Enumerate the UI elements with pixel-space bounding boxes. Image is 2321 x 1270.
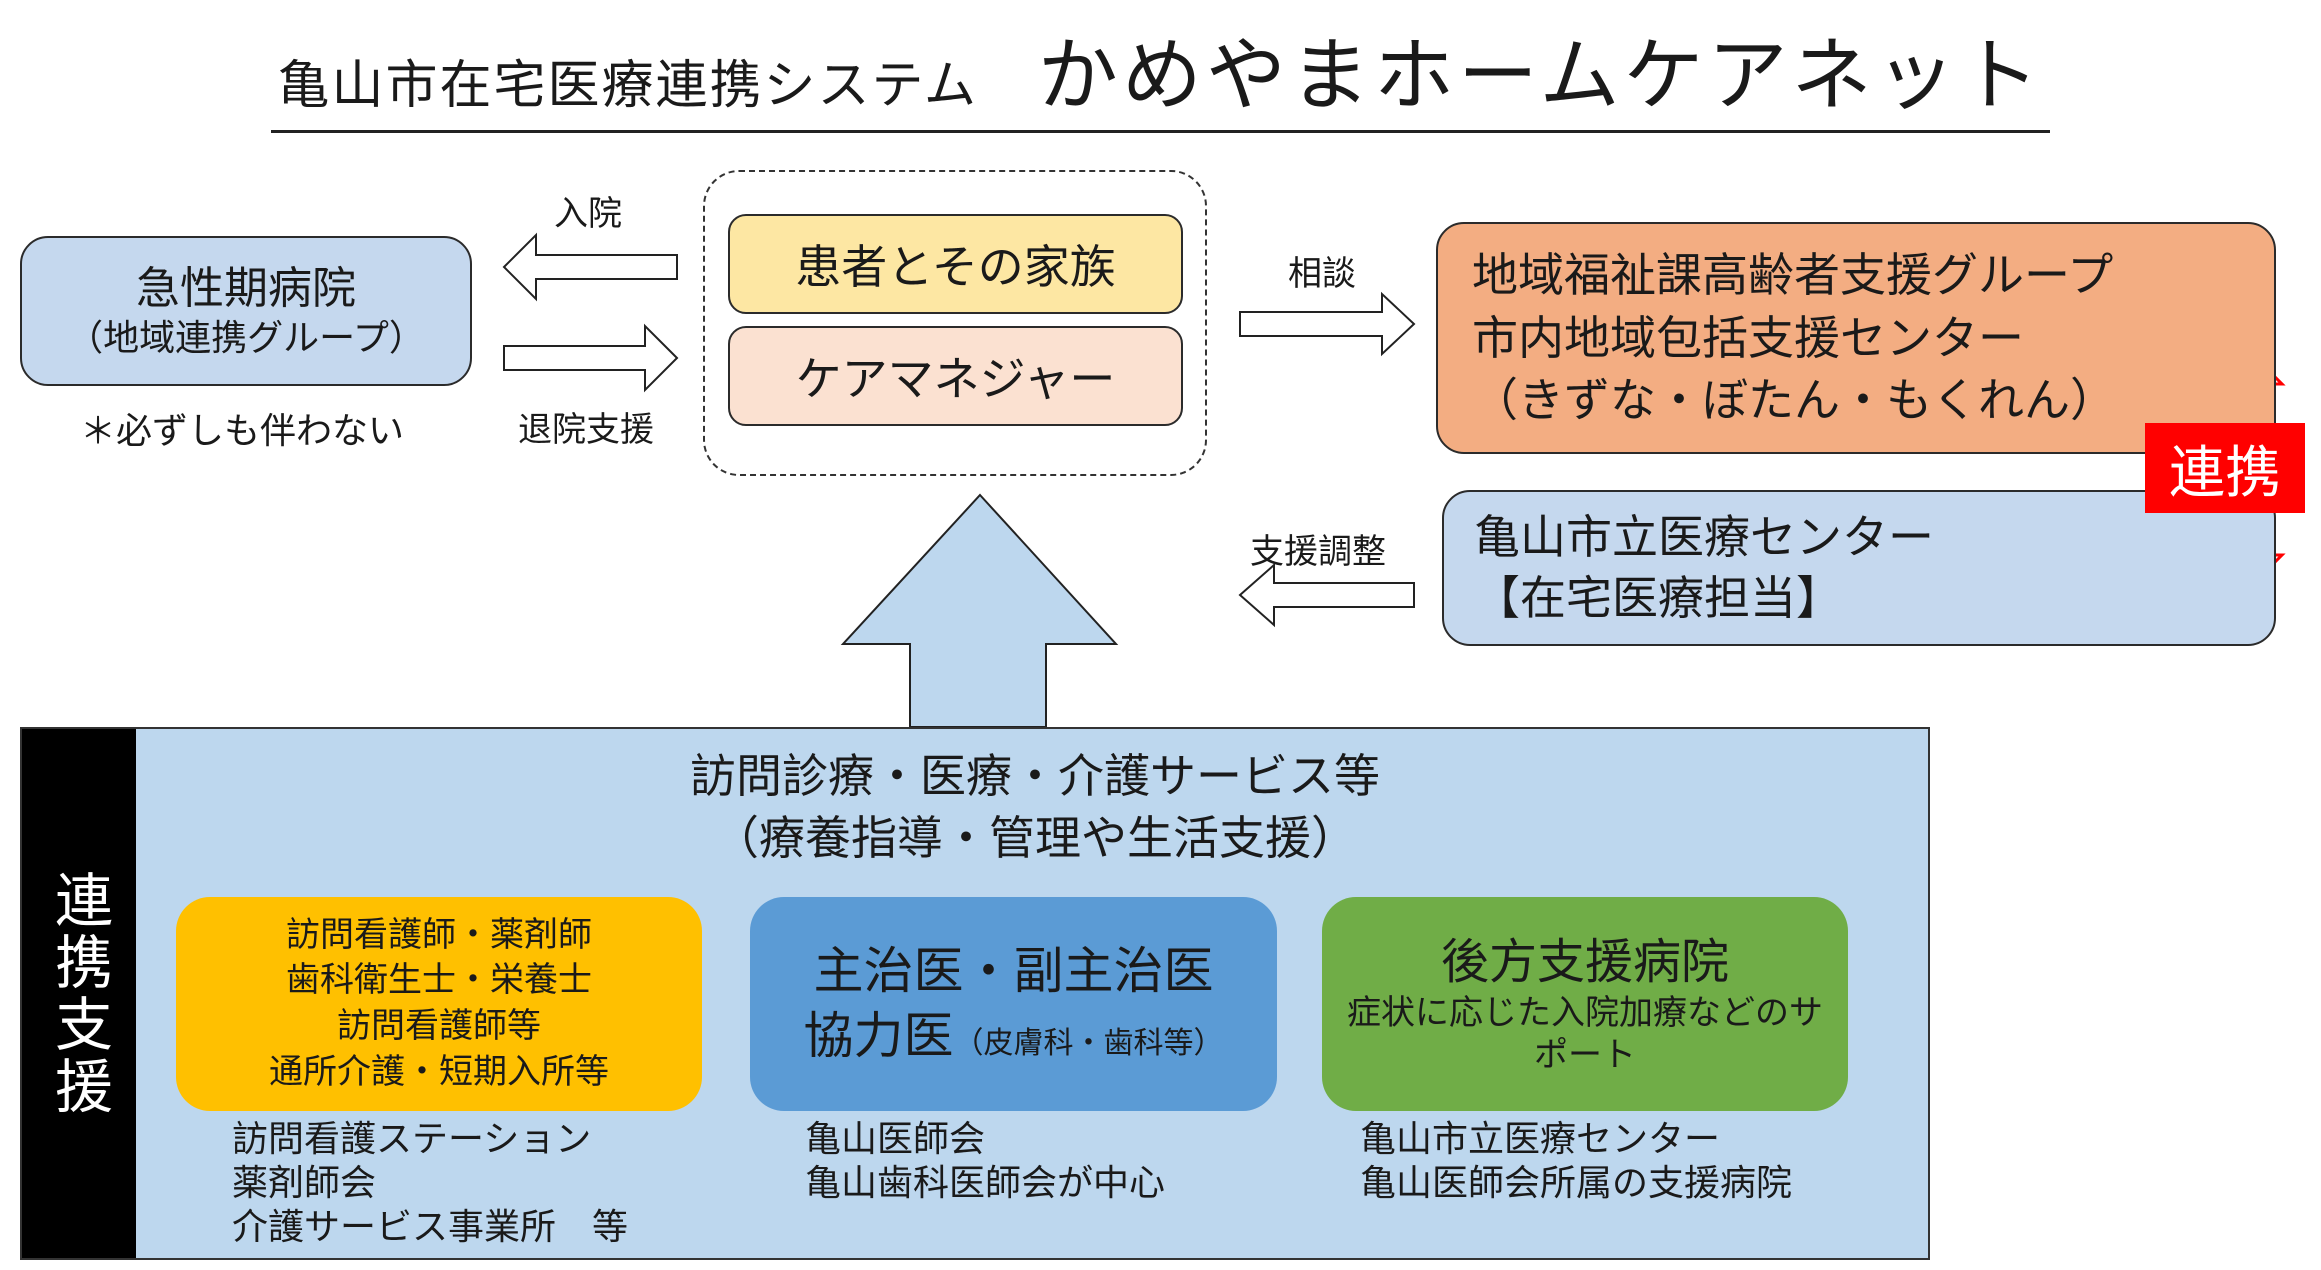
org-item: 薬剤師会 bbox=[232, 1162, 377, 1204]
nurse-card-line: 訪問看護師・薬剤師 bbox=[286, 914, 592, 955]
nurse-card-line: 通所介護・短期入所等 bbox=[269, 1051, 609, 1092]
medical-center-name: 亀山市立医療センター bbox=[1474, 510, 1934, 565]
welfare-line: 市内地域包括支援センター bbox=[1472, 310, 2024, 365]
patient-family-box: 患者とその家族 bbox=[728, 214, 1183, 314]
consultation-label: 相談 bbox=[1288, 254, 1356, 294]
renkei-badge-label: 連携 bbox=[2169, 440, 2281, 506]
admission-label: 入院 bbox=[554, 194, 622, 234]
services-heading: 訪問診療・医療・介護サービス等 （療養指導・管理や生活支援） bbox=[140, 745, 1930, 869]
services-title: 訪問診療・医療・介護サービス等 bbox=[690, 749, 1380, 803]
nurse-org-list: 訪問看護ステーション 薬剤師会 介護サービス事業所 等 bbox=[232, 1118, 628, 1250]
org-item: 亀山医師会 bbox=[805, 1119, 986, 1160]
discharge-arrow bbox=[503, 323, 679, 393]
doctor-card-line1: 主治医・副主治医 bbox=[813, 942, 1214, 1000]
medical-center-dept: 【在宅医療担当】 bbox=[1474, 571, 1842, 625]
renkei-badge: 連携 bbox=[2145, 423, 2305, 513]
backup-hospital-title: 後方支援病院 bbox=[1440, 933, 1729, 990]
acute-hospital-name: 急性期病院 bbox=[136, 263, 356, 314]
title-main: 亀山市在宅医療連携システム bbox=[277, 56, 978, 116]
backup-org-list: 亀山市立医療センター 亀山医師会所属の支援病院 bbox=[1360, 1118, 1792, 1206]
nurse-card-line: 歯科衛生士・栄養士 bbox=[286, 960, 592, 1001]
welfare-line: 地域福祉課高齢者支援グループ bbox=[1472, 248, 2114, 303]
org-item: 亀山歯科医師会が中心 bbox=[805, 1162, 1166, 1204]
backup-hospital-card: 後方支援病院 症状に応じた入院加療などのサポート bbox=[1322, 897, 1848, 1111]
discharge-support-label: 退院支援 bbox=[518, 410, 654, 450]
care-manager-label: ケアマネジャー bbox=[795, 352, 1116, 406]
services-subtitle: （療養指導・管理や生活支援） bbox=[713, 811, 1357, 866]
patient-family-label: 患者とその家族 bbox=[795, 240, 1116, 294]
nurse-card: 訪問看護師・薬剤師 歯科衛生士・栄養士 訪問看護師等 通所介護・短期入所等 bbox=[176, 897, 702, 1111]
admission-arrow bbox=[502, 232, 678, 302]
org-item: 介護サービス事業所 等 bbox=[232, 1206, 629, 1248]
org-item: 訪問看護ステーション bbox=[232, 1119, 592, 1160]
backup-hospital-desc: 症状に応じた入院加療などのサポート bbox=[1347, 992, 1823, 1076]
medical-center-box: 亀山市立医療センター 【在宅医療担当】 bbox=[1442, 490, 2276, 646]
care-manager-box: ケアマネジャー bbox=[728, 326, 1183, 426]
doctor-org-list: 亀山医師会 亀山歯科医師会が中心 bbox=[805, 1118, 1165, 1206]
welfare-box: 地域福祉課高齢者支援グループ 市内地域包括支援センター （きずな・ぼたん・もくれ… bbox=[1436, 222, 2276, 454]
support-adjustment-label: 支援調整 bbox=[1250, 532, 1386, 572]
org-item: 亀山医師会所属の支援病院 bbox=[1360, 1162, 1793, 1204]
acute-hospital-note: ＊必ずしも伴わない bbox=[80, 411, 405, 452]
org-item: 亀山市立医療センター bbox=[1360, 1119, 1721, 1160]
title-sub: かめやまホームケアネット bbox=[1037, 29, 2044, 122]
doctor-card-line2-small: （皮膚科・歯科等） bbox=[953, 1026, 1224, 1061]
doctor-card-line2: 協力医 bbox=[803, 1007, 954, 1065]
support-adjustment-arrow bbox=[1238, 562, 1415, 628]
renkei-support-sidebar: 連携支援 bbox=[22, 729, 136, 1258]
patient-group-frame bbox=[703, 170, 1207, 476]
welfare-line: （きずな・ぼたん・もくれん） bbox=[1472, 373, 2116, 428]
nurse-card-line: 訪問看護師等 bbox=[337, 1006, 541, 1046]
big-up-arrow bbox=[840, 493, 1119, 728]
renkei-support-label: 連携支援 bbox=[45, 869, 113, 1118]
consultation-arrow bbox=[1239, 291, 1416, 357]
doctor-card: 主治医・副主治医 協力医（皮膚科・歯科等） bbox=[750, 897, 1277, 1111]
acute-hospital-box: 急性期病院 （地域連携グループ） bbox=[20, 236, 472, 386]
acute-hospital-group: （地域連携グループ） bbox=[67, 318, 425, 359]
title-area: 亀山市在宅医療連携システムかめやまホームケアネット bbox=[0, 28, 2321, 133]
page-title: 亀山市在宅医療連携システムかめやまホームケアネット bbox=[271, 28, 2050, 133]
